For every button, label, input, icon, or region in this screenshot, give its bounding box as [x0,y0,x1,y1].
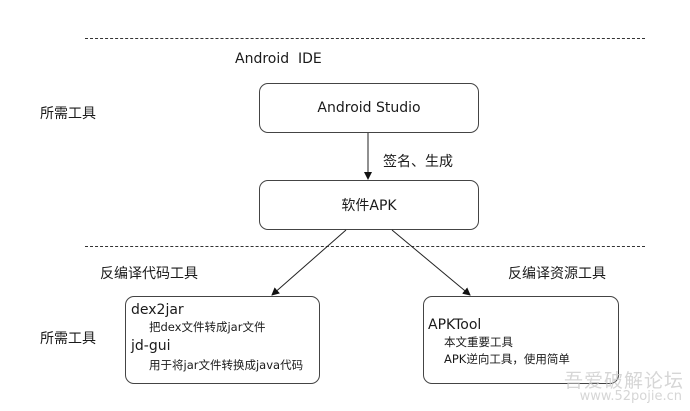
resource-tools-box: APKTool 本文重要工具 APK逆向工具，使用简单 [423,296,619,384]
tool-jdgui-desc: 用于将jar文件转换成java代码 [149,358,304,372]
apk-box: 软件APK [259,180,479,230]
arrow-apk-to-code-tools [271,229,347,296]
tool-dex2jar-name: dex2jar [131,302,184,318]
apk-label: 软件APK [341,198,397,214]
tool-apktool-name: APKTool [428,317,482,333]
arrow-apk-to-resource-tools [391,229,471,296]
watermark-title: 吾爱破解论坛 [563,370,684,392]
android-studio-box: Android Studio [259,83,479,133]
code-tools-box: dex2jar 把dex文件转成jar文件 jd-gui 用于将jar文件转换成… [125,296,320,384]
sign-build-label: 签名、生成 [383,154,453,170]
tool-apktool-desc-2: APK逆向工具，使用简单 [444,352,570,366]
android-studio-label: Android Studio [317,100,421,116]
android-ide-header: Android IDE [235,51,322,67]
middle-divider [85,246,645,247]
top-divider [85,38,645,39]
watermark-url: www.52pojie.cn [579,389,682,404]
required-tools-label-top: 所需工具 [40,106,96,122]
tool-jdgui-name: jd-gui [131,338,171,354]
code-decompile-header: 反编译代码工具 [100,266,198,282]
resource-decompile-header: 反编译资源工具 [508,266,606,282]
tool-apktool-desc-1: 本文重要工具 [444,335,513,349]
tool-dex2jar-desc: 把dex文件转成jar文件 [149,320,266,334]
required-tools-label-bottom: 所需工具 [40,331,96,347]
